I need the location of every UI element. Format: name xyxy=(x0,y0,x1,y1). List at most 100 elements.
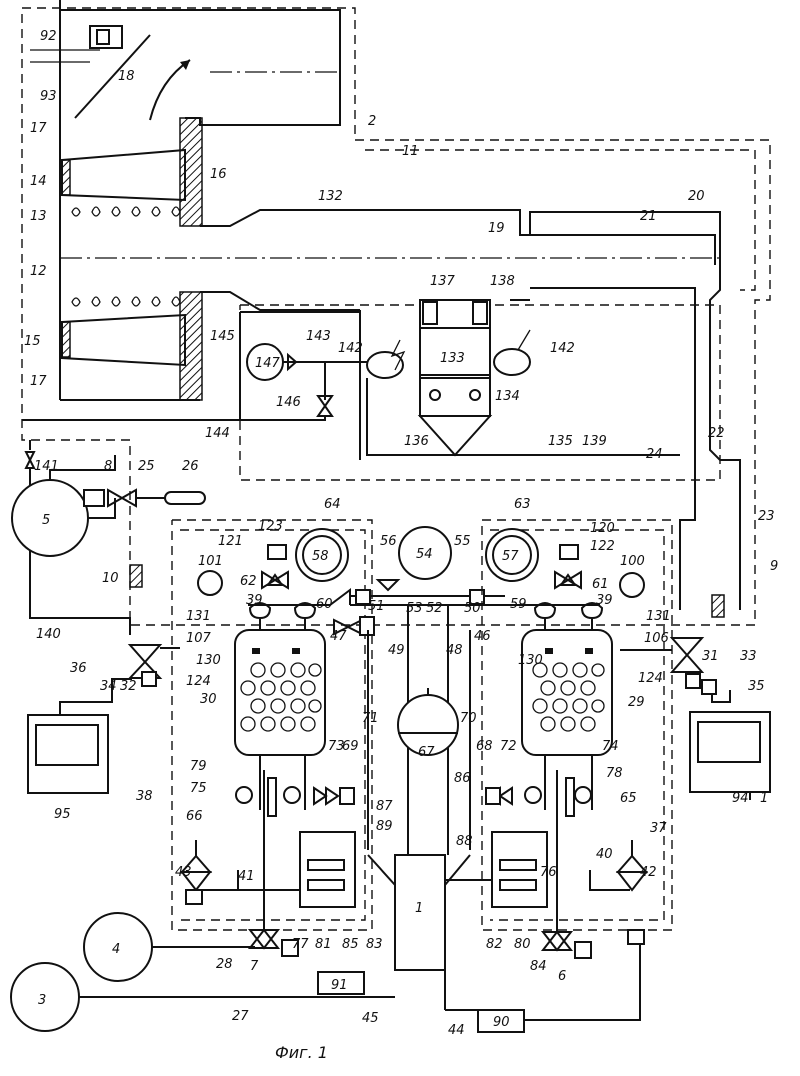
ref-label-l30: 30 xyxy=(200,692,217,707)
ref-label-l10: 10 xyxy=(102,571,119,586)
ref-label-l135: 135 xyxy=(548,434,573,449)
ref-label-l46: 46 xyxy=(474,629,491,644)
ref-label-l23: 23 xyxy=(758,509,775,524)
ref-label-l3: 3 xyxy=(38,993,46,1008)
ref-label-l130a: 130 xyxy=(196,653,221,668)
ref-label-l137: 137 xyxy=(430,274,456,289)
ref-label-l28: 28 xyxy=(216,957,233,972)
ref-label-l62: 62 xyxy=(240,574,257,589)
ref-label-l24: 24 xyxy=(646,447,663,462)
ref-label-l59: 59 xyxy=(510,597,527,612)
ref-label-l100: 100 xyxy=(620,554,645,569)
ref-label-l71: 71 xyxy=(362,711,379,726)
ref-label-l13: 13 xyxy=(30,209,47,224)
ref-label-l31: 31 xyxy=(702,649,719,664)
ref-label-l39b: 39 xyxy=(596,593,613,608)
left-reactor xyxy=(28,520,374,956)
ref-label-l77: 77 xyxy=(292,937,309,952)
ref-label-l139: 139 xyxy=(582,434,607,449)
ref-label-l131b: 131 xyxy=(646,609,671,624)
ref-label-l82: 82 xyxy=(486,937,503,952)
ref-label-l92: 92 xyxy=(40,29,57,44)
ref-label-l43: 43 xyxy=(175,865,192,880)
ref-label-l94: 94 xyxy=(732,791,749,806)
ref-label-l42: 42 xyxy=(640,865,657,880)
ref-label-l106: 106 xyxy=(644,631,669,646)
ref-label-l79: 79 xyxy=(190,759,207,774)
ref-label-l65: 65 xyxy=(620,791,637,806)
ref-label-l9: 9 xyxy=(770,559,778,574)
ref-label-l45: 45 xyxy=(362,1011,379,1026)
ref-label-l53: 53 xyxy=(406,601,423,616)
ref-label-l56: 56 xyxy=(380,534,397,549)
ref-label-l144: 144 xyxy=(205,426,230,441)
ref-label-l60: 60 xyxy=(316,597,333,612)
ref-label-l14: 14 xyxy=(30,174,47,189)
ref-label-l66: 66 xyxy=(186,809,203,824)
ref-label-l145: 145 xyxy=(210,329,235,344)
ref-label-l61: 61 xyxy=(592,577,609,592)
ref-label-l12: 12 xyxy=(30,264,47,279)
ref-label-l87: 87 xyxy=(376,799,393,814)
ref-label-l54: 54 xyxy=(416,547,433,562)
ref-label-l80: 80 xyxy=(514,937,531,952)
ref-label-l146: 146 xyxy=(276,395,301,410)
ref-label-l21: 21 xyxy=(640,209,657,224)
ref-label-l58: 58 xyxy=(312,549,329,564)
ref-label-l93: 93 xyxy=(40,89,57,104)
ref-label-l147: 147 xyxy=(255,356,281,371)
ref-label-l1b: 1 xyxy=(415,901,423,916)
ref-label-l85: 85 xyxy=(342,937,359,952)
ref-label-l142b: 142 xyxy=(550,341,575,356)
ref-label-l86: 86 xyxy=(454,771,471,786)
ref-label-l39a: 39 xyxy=(246,593,263,608)
ref-label-l49: 49 xyxy=(388,643,405,658)
ref-label-l63: 63 xyxy=(514,497,531,512)
ref-label-l73: 73 xyxy=(328,739,345,754)
ref-label-l141: 141 xyxy=(34,459,59,474)
wall-patch-left xyxy=(130,565,142,587)
ref-label-l83: 83 xyxy=(366,937,383,952)
ref-label-l68: 68 xyxy=(476,739,493,754)
ref-label-l4: 4 xyxy=(112,942,120,957)
ref-label-l132: 132 xyxy=(318,189,343,204)
ref-label-l121: 121 xyxy=(218,534,243,549)
ref-label-l70: 70 xyxy=(460,711,477,726)
ref-label-l33: 33 xyxy=(740,649,757,664)
ref-label-l38: 38 xyxy=(136,789,153,804)
ref-label-l47: 47 xyxy=(330,629,347,644)
ref-label-l44: 44 xyxy=(448,1023,465,1038)
ref-label-l20: 20 xyxy=(688,189,705,204)
ref-label-l74: 74 xyxy=(602,739,619,754)
outer-dashed-boundary xyxy=(22,8,770,625)
ref-label-l84: 84 xyxy=(530,959,547,974)
ref-label-l142a: 142 xyxy=(338,341,363,356)
ref-label-l55: 55 xyxy=(454,534,471,549)
ref-label-l136: 136 xyxy=(404,434,429,449)
ref-label-l101: 101 xyxy=(198,554,223,569)
ref-label-l27: 27 xyxy=(232,1009,249,1024)
ref-label-l134: 134 xyxy=(495,389,520,404)
ref-label-l138: 138 xyxy=(490,274,515,289)
ref-label-l52: 52 xyxy=(426,601,443,616)
ref-label-l123: 123 xyxy=(258,519,283,534)
ref-label-l16: 16 xyxy=(210,167,227,182)
ref-label-l32: 32 xyxy=(120,679,137,694)
ref-label-l89: 89 xyxy=(376,819,393,834)
ref-label-l81: 81 xyxy=(315,937,332,952)
ref-label-l122: 122 xyxy=(590,539,615,554)
ref-label-l78: 78 xyxy=(606,766,623,781)
ref-label-l76: 76 xyxy=(540,865,557,880)
ref-label-l29: 29 xyxy=(628,695,645,710)
ref-label-l120: 120 xyxy=(590,521,615,536)
ref-label-l91: 91 xyxy=(331,978,348,993)
ref-label-l64: 64 xyxy=(324,497,341,512)
ref-label-l95: 95 xyxy=(54,807,71,822)
ref-label-l140: 140 xyxy=(36,627,61,642)
ref-label-l25: 25 xyxy=(138,459,155,474)
ref-label-l5: 5 xyxy=(42,513,50,528)
ref-label-l8: 8 xyxy=(104,459,112,474)
ref-label-l133: 133 xyxy=(440,351,465,366)
